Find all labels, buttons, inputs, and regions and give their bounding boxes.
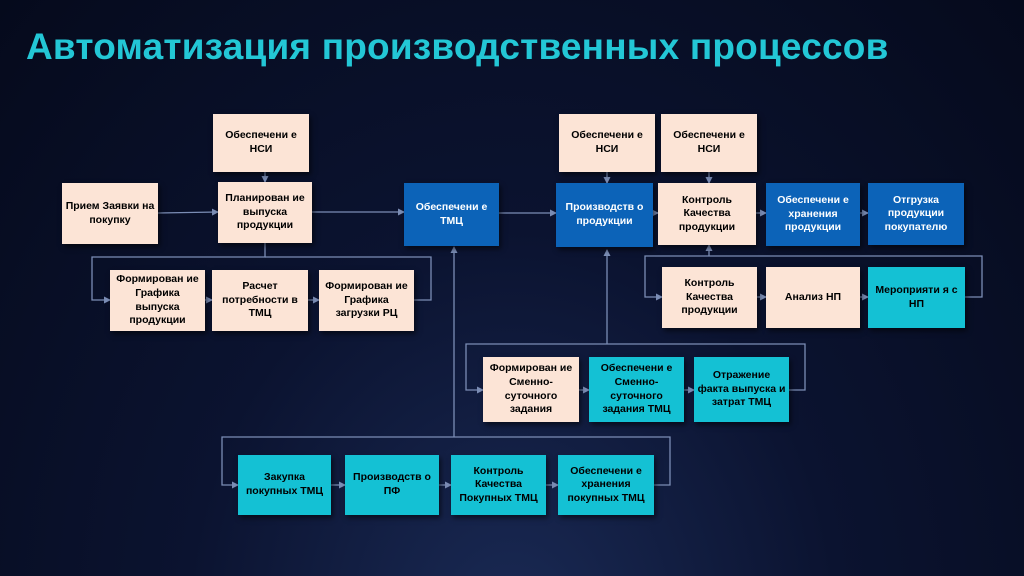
connector-proizv-loop-right	[607, 343, 806, 391]
box-obespechenie-hraneniya-produkcii: Обеспечени е хранения продукции	[766, 183, 860, 246]
box-obespechenie-nsi-2: Обеспечени е НСИ	[559, 114, 655, 172]
box-planirovanie-vypuska: Планирован ие выпуска продукции	[218, 182, 312, 243]
box-zakupka-pokupnyh: Закупка покупных ТМЦ	[238, 455, 331, 515]
connector-proizv-loop	[465, 343, 607, 394]
connector-bottom-loop-right	[454, 436, 671, 486]
box-obespechenie-tmc: Обеспечени е ТМЦ	[404, 183, 499, 246]
box-priem-zayavki: Прием Заявки на покупку	[62, 183, 158, 244]
connector-kontrol-loop	[644, 255, 709, 301]
box-formirovanie-grafika-vypuska: Формирован ие Графика выпуска продукции	[110, 270, 205, 331]
connector-bottom-loop	[221, 436, 454, 489]
box-kontrol-kachestva-1: Контроль Качества продукции	[658, 183, 756, 245]
box-analiz-np: Анализ НП	[766, 267, 860, 328]
box-obespechenie-hraneniya-pokupnyh: Обеспечени е хранения покупных ТМЦ	[558, 455, 654, 515]
box-formirovanie-smenno-sutochnogo: Формирован ие Сменно-суточного задания	[483, 357, 579, 422]
connector-loop-left	[91, 243, 266, 304]
box-proizvodstvo-produkcii: Производств о продукции	[556, 183, 653, 247]
box-obespechenie-nsi-1: Обеспечени е НСИ	[213, 114, 309, 172]
box-meropriyatiya-np: Мероприяти я с НП	[868, 267, 965, 328]
box-kontrol-kachestva-pokupnyh: Контроль Качества Покупных ТМЦ	[451, 455, 546, 515]
box-otgruzka-produkcii: Отгрузка продукции покупателю	[868, 183, 964, 245]
connector-loop-right	[265, 256, 432, 301]
box-raschet-potrebnosti: Расчет потребности в ТМЦ	[212, 270, 308, 331]
page-title: Автоматизация производственных процессов	[26, 26, 889, 67]
connector-kontrol-loop-right	[709, 255, 983, 298]
box-formirovanie-grafika-rc: Формирован ие Графика загрузки РЦ	[319, 270, 414, 331]
box-proizvodstvo-pf: Производств о ПФ	[345, 455, 439, 515]
box-obespechenie-nsi-3: Обеспечени е НСИ	[661, 114, 757, 172]
connector-priem-to-plan	[157, 208, 219, 216]
box-otrazhenie-fakta: Отражение факта выпуска и затрат ТМЦ	[694, 357, 789, 422]
box-kontrol-kachestva-2: Контроль Качества продукции	[662, 267, 757, 328]
box-obespechenie-smenno-sutochnogo: Обеспечени е Сменно-суточного задания ТМ…	[589, 357, 684, 422]
